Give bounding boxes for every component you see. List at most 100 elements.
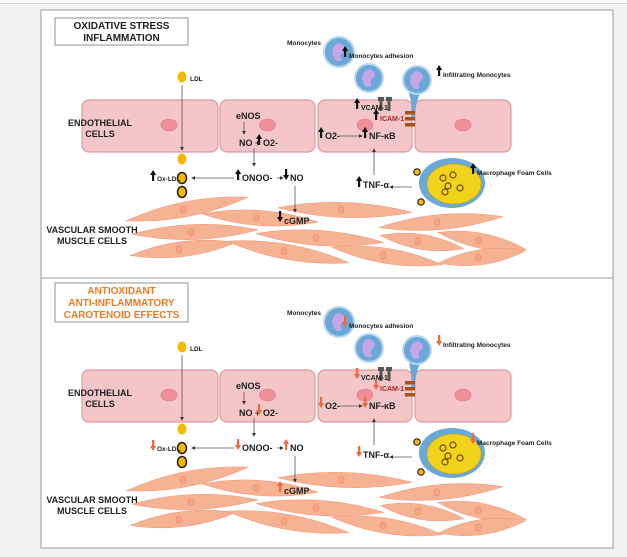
arrow-head (354, 98, 361, 103)
cell-body (200, 209, 320, 227)
arrow-shaft (438, 69, 441, 76)
icam-label: ICAM-1 (380, 116, 404, 123)
endothelial-cell (317, 369, 413, 423)
cell-body (226, 240, 350, 264)
macrophage-down-arrow-icon (470, 433, 477, 444)
ox-ldl-down-arrow-icon (150, 440, 157, 451)
icam-receptor (405, 381, 415, 385)
cell-body (131, 494, 259, 510)
macrophage-foam-cell (413, 428, 485, 478)
tnf-label: TNF-α (363, 450, 389, 460)
arrow-head (342, 322, 349, 327)
vcam-label: VCAM-1 (361, 375, 388, 382)
arrow-head (235, 445, 242, 450)
nfkb-label: NF-κB (369, 131, 396, 141)
arrow-shaft (285, 169, 288, 176)
nfkb-label: NF-κB (369, 401, 396, 411)
arrow-head (470, 163, 477, 168)
smooth-muscle-layer (126, 466, 528, 537)
cell-body (379, 213, 503, 231)
ldl-particle (177, 423, 187, 435)
monocytes-adhesion-up-arrow-icon (342, 46, 349, 57)
smooth-muscle-cell (437, 248, 527, 266)
icam-receptor (405, 393, 415, 397)
arrow-shaft (375, 113, 378, 120)
vcam-up-arrow-icon (354, 98, 361, 109)
panel-title-line: INFLAMMATION (83, 33, 159, 44)
arrow-head (354, 374, 361, 379)
cell-nucleus (179, 205, 187, 214)
cell-body (256, 499, 384, 517)
lipid-droplet (449, 441, 457, 449)
arrow-shaft (472, 167, 475, 174)
endothelial-cell (414, 99, 512, 153)
monocytes-label: Monocytes (287, 310, 321, 317)
cell-body (437, 248, 527, 266)
macrophage-label: Macrophage Foam Cells (477, 440, 552, 447)
smooth-muscle-cell (126, 466, 248, 492)
macrophage-up-arrow-icon (470, 163, 477, 174)
lipid-droplet (456, 184, 464, 192)
icam-up-arrow-icon (373, 109, 380, 120)
onoo-up-arrow-icon (235, 169, 242, 180)
endothelial-label: ENDOTHELIAL (68, 388, 133, 398)
cell-nucleus (433, 488, 441, 497)
icam-receptor (405, 111, 415, 115)
vcam-receptor-head (378, 367, 384, 371)
cell-nucleus (337, 205, 345, 214)
cell-nucleus (332, 313, 345, 332)
smooth-muscle-cell (379, 502, 465, 522)
endothelial-cell (414, 369, 512, 423)
arrow-shaft (356, 102, 359, 109)
arrow-head (470, 439, 477, 444)
infiltrating-up-arrow-icon (436, 65, 443, 76)
onoo-down-arrow-icon (235, 439, 242, 450)
cell-body (330, 515, 444, 537)
arrow-shaft (152, 440, 155, 447)
endothelial-label: CELLS (85, 399, 115, 409)
smooth-muscle-cell (200, 479, 320, 497)
circulating-monocyte (323, 36, 355, 68)
arrow-head (150, 170, 157, 175)
arrow-head (436, 65, 443, 70)
arrow-shaft (237, 173, 240, 180)
cell-body (126, 196, 248, 222)
vcam-receptor (379, 97, 383, 111)
ldl-particle (177, 71, 187, 83)
infiltrating-label: Infiltrating Monocytes (443, 72, 511, 79)
cell-body (436, 500, 528, 522)
cell-nucleus (187, 498, 195, 507)
lipid-droplet (441, 188, 449, 196)
cgmp-label: cGMP (284, 216, 310, 226)
infiltrating-label: Infiltrating Monocytes (443, 342, 511, 349)
arrow-shaft (356, 368, 359, 375)
smooth-muscle-cell (277, 202, 413, 218)
no-label: NO (290, 173, 304, 183)
cgmp-down-arrow-icon (277, 211, 284, 222)
smooth-muscle-cell (379, 232, 465, 252)
figure-frame (40, 9, 614, 549)
arrow-head (362, 403, 369, 408)
arrow-shaft (344, 316, 347, 323)
icam-receptor (405, 387, 415, 391)
vcam-receptor-head (386, 367, 392, 371)
smooth-muscle-cell (131, 224, 259, 240)
cell-nucleus (179, 475, 187, 484)
oxidized-ldl-particle (417, 198, 425, 206)
cell-nucleus (362, 339, 375, 358)
vcam-receptor (387, 367, 391, 381)
ldl-particle (177, 153, 187, 165)
smooth-muscle-cell (330, 515, 444, 537)
arrow-head (235, 169, 242, 174)
arrow-shaft (258, 138, 261, 145)
smooth-muscle-label: MUSCLE CELLS (57, 506, 127, 516)
cell-body (81, 99, 219, 153)
cell-nucleus (474, 253, 482, 262)
cell-nucleus (312, 233, 320, 242)
endothelial-label: CELLS (85, 129, 115, 139)
cell-nucleus (414, 237, 422, 246)
cell-nucleus (280, 517, 288, 526)
smooth-muscle-label: MUSCLE CELLS (57, 236, 127, 246)
